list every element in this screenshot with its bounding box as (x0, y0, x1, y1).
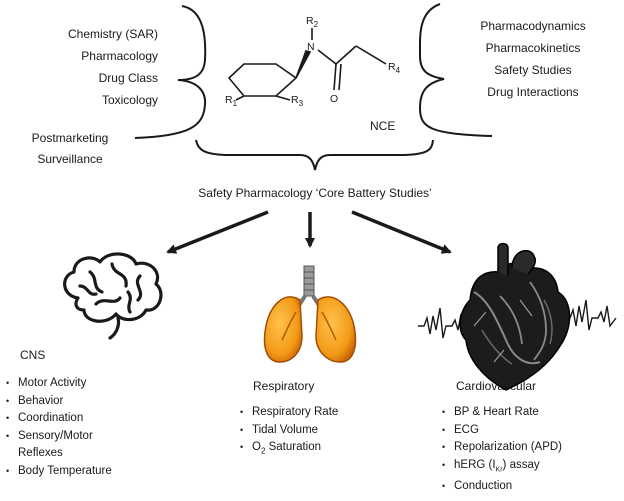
left-topic-drug-class: Drug Class (98, 71, 158, 85)
right-topic-safety-studies: Safety Studies (494, 63, 572, 77)
arrow-to-cns (166, 210, 269, 254)
core-battery-title: Safety Pharmacology ‘Core Battery Studie… (198, 186, 432, 200)
lungs-icon (263, 265, 357, 363)
list-item: Conduction (442, 478, 562, 496)
list-item: Tidal Volume (240, 422, 338, 440)
respiratory-list: Respiratory Rate Tidal Volume O2 Saturat… (240, 404, 338, 460)
list-item: ECG (442, 422, 562, 440)
molecule-r3-label: R3 (291, 94, 304, 109)
arrow-to-cardio (351, 210, 452, 254)
list-item-herg: hERG (IKr) assay (442, 457, 562, 479)
left-topic-toxicology: Toxicology (101, 93, 158, 107)
molecule-r4-label: R4 (388, 61, 401, 76)
right-topic-pharmacokinetics: Pharmacokinetics (485, 41, 581, 55)
brain-icon (63, 252, 163, 340)
molecule-structure (227, 28, 387, 101)
bottom-brace (195, 139, 434, 171)
list-item-continuation: Reflexes (18, 447, 63, 459)
molecule-r2-label: R2 (306, 15, 319, 30)
left-brace (134, 5, 207, 139)
cardio-list: BP & Heart Rate ECG Repolarization (APD)… (442, 404, 562, 496)
right-brace (418, 3, 493, 137)
cns-heading: CNS (20, 348, 46, 362)
list-item: Behavior (6, 393, 112, 411)
nce-label: NCE (370, 119, 396, 133)
left-topic-chemistry: Chemistry (SAR) (67, 27, 158, 41)
list-item: BP & Heart Rate (442, 404, 562, 422)
right-topic-pharmacodynamics: Pharmacodynamics (480, 19, 586, 33)
left-topic-pharmacology: Pharmacology (81, 49, 158, 63)
respiratory-heading: Respiratory (253, 379, 315, 393)
list-item-o2-saturation: O2 Saturation (240, 439, 338, 460)
molecule-n-label: N (307, 41, 315, 53)
list-item: Repolarization (APD) (442, 439, 562, 457)
list-item: Sensory/Motor (6, 428, 112, 446)
cns-list: Motor Activity Behavior Coordination Sen… (6, 375, 112, 480)
ecg-right-icon (564, 299, 617, 331)
molecule-o-label: O (330, 93, 339, 105)
postmarketing-label: Postmarketing (31, 131, 109, 145)
list-item: Motor Activity (6, 375, 112, 393)
right-topic-drug-interactions: Drug Interactions (487, 85, 579, 99)
surveillance-label: Surveillance (37, 152, 103, 166)
heart-icon (459, 242, 571, 391)
list-item: Body Temperature (6, 463, 112, 481)
list-item: Respiratory Rate (240, 404, 338, 422)
molecule-r1-label: R1 (225, 94, 238, 109)
list-item: Coordination (6, 410, 112, 428)
